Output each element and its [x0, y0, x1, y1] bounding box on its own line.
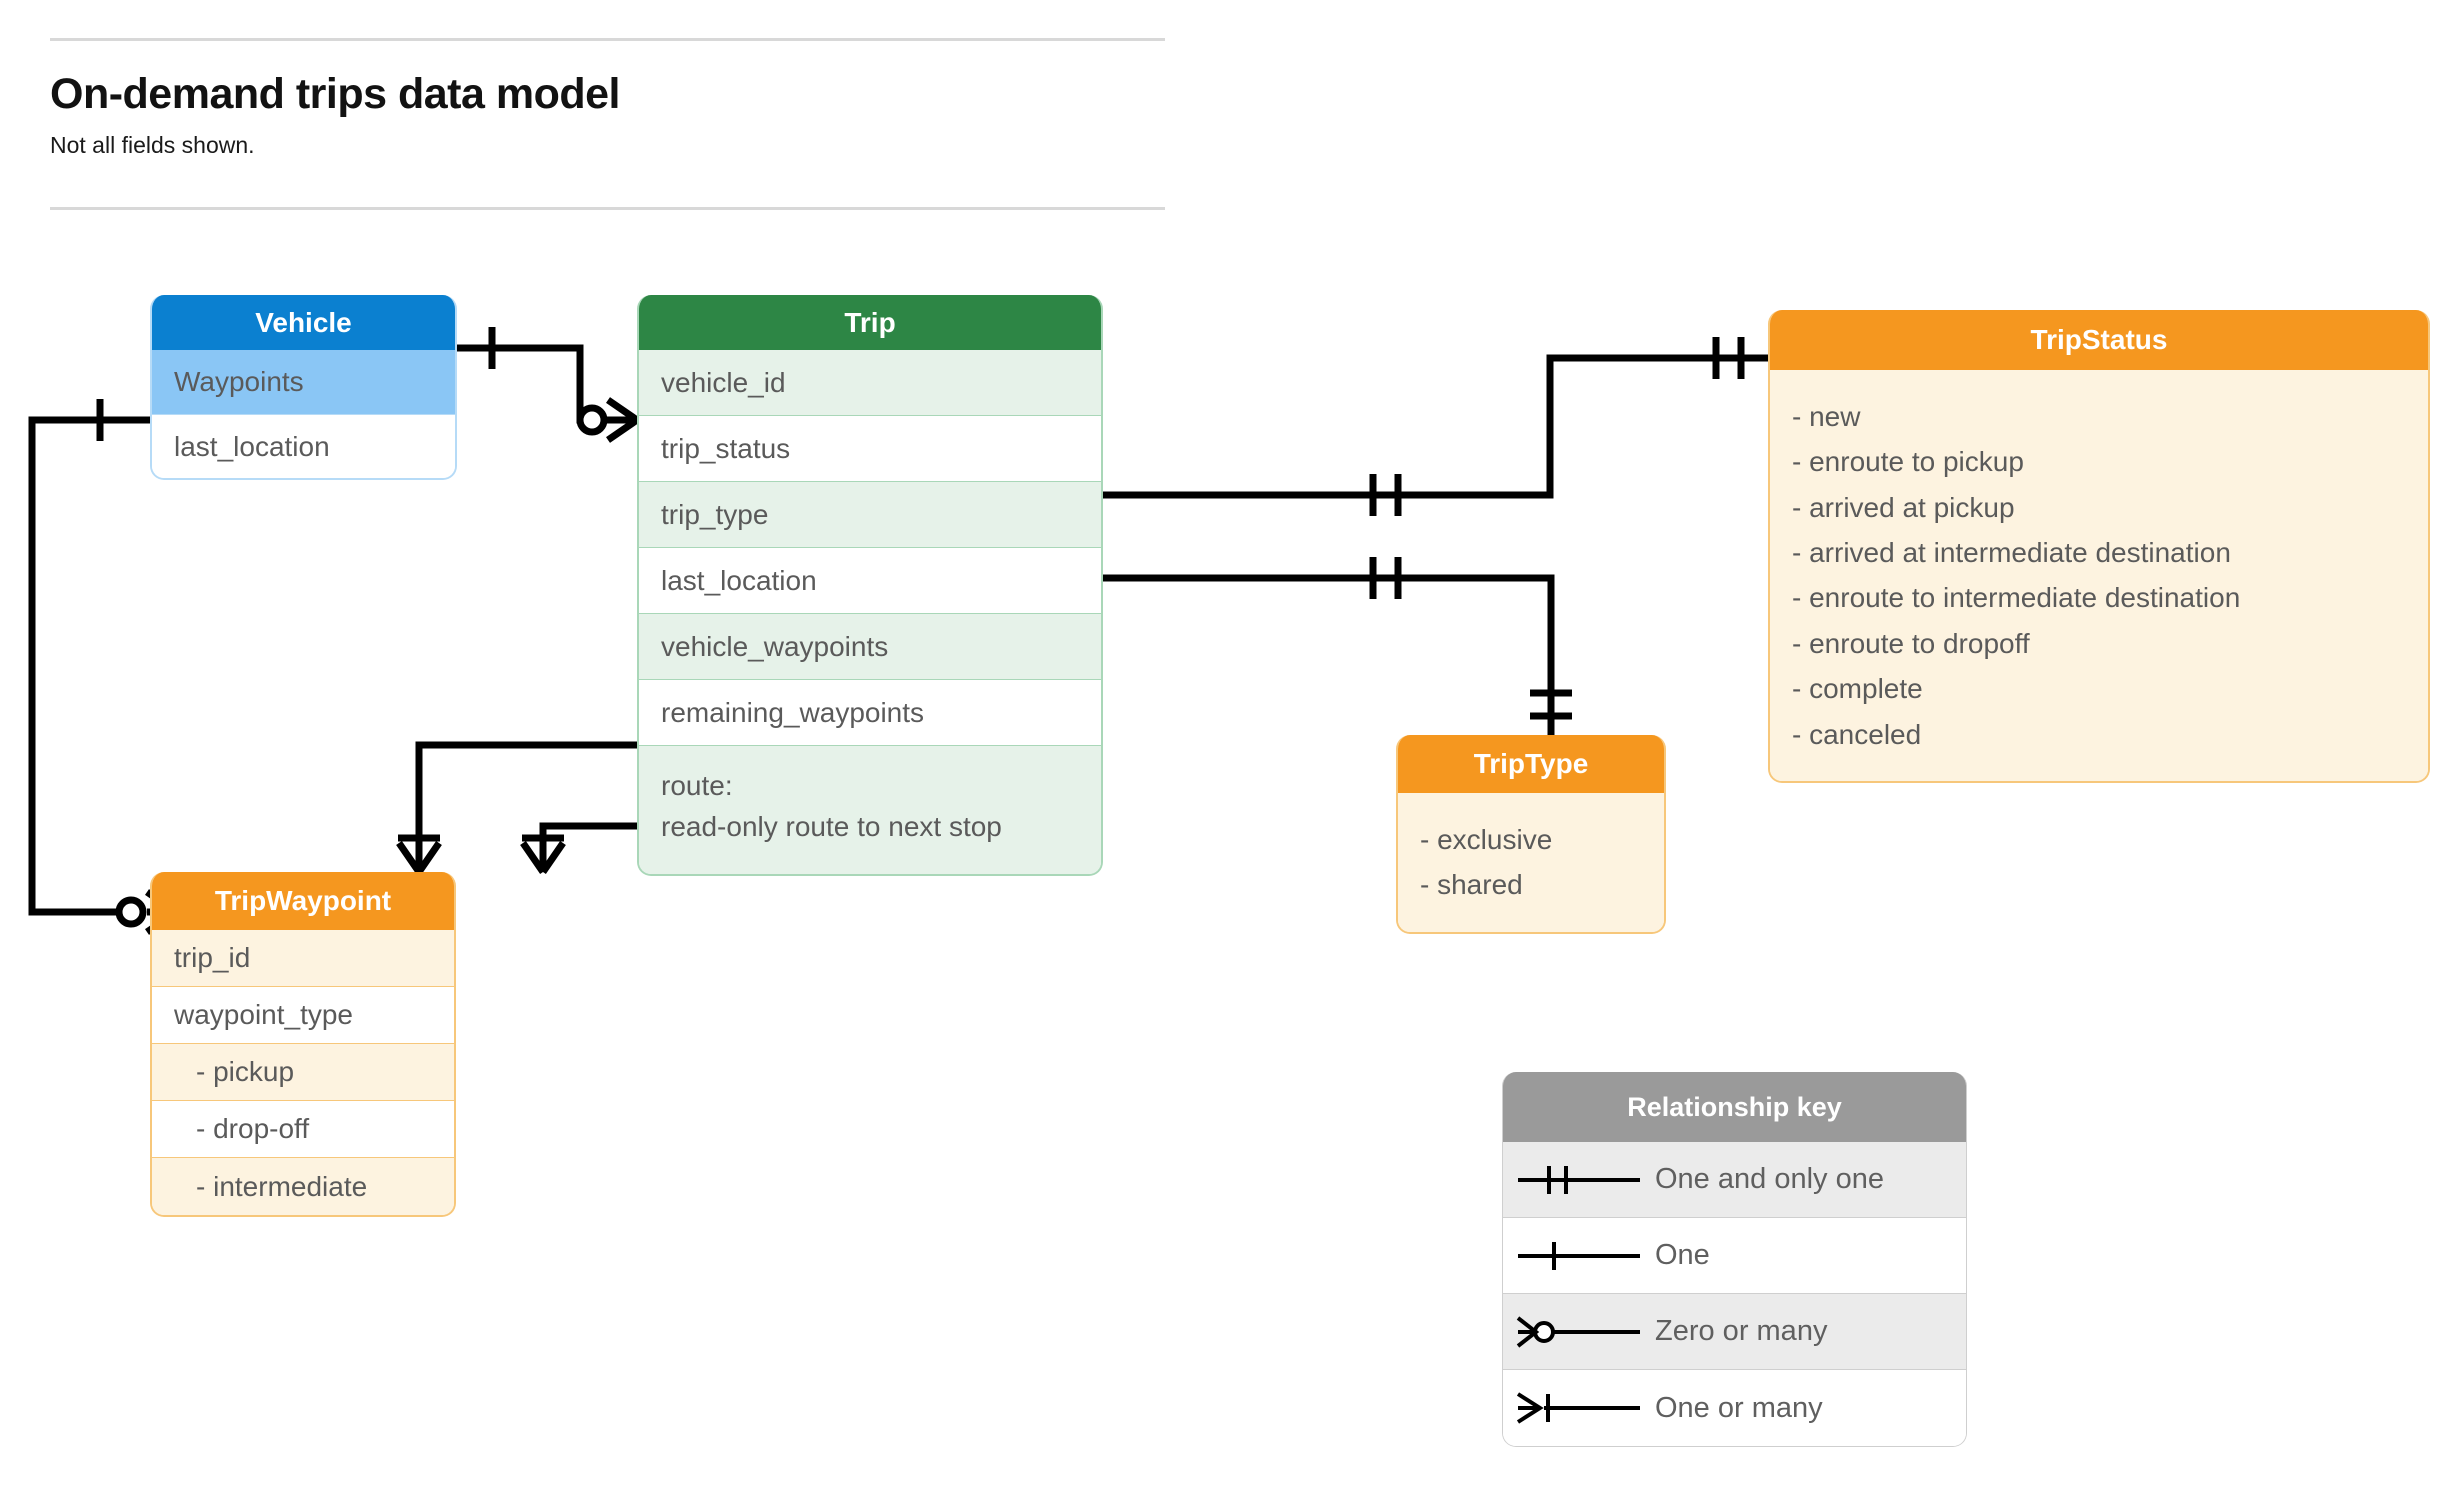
one-icon [1503, 1236, 1655, 1276]
field-trip-trip-type[interactable]: trip_type [639, 482, 1101, 548]
rel-waypoints-tripwaypoint-line [28, 416, 150, 916]
enum-value: - new [1792, 401, 1861, 432]
entity-trip-type[interactable]: TripType - exclusive - shared [1396, 735, 1666, 934]
key-label-one: One [1655, 1239, 1710, 1271]
field-tripwaypoint-intermediate[interactable]: - intermediate [152, 1158, 454, 1215]
header-divider-top [50, 38, 1165, 41]
entity-trip-waypoint[interactable]: TripWaypoint trip_id waypoint_type - pic… [150, 872, 456, 1217]
header-divider-bottom [50, 207, 1165, 210]
entity-trip-type-values: - exclusive - shared [1398, 793, 1664, 932]
key-row-one: One [1503, 1218, 1966, 1294]
enum-value: - shared [1420, 869, 1523, 901]
field-vehicle-last-location[interactable]: last_location [152, 415, 455, 478]
rel-vehicle-trip-zero-circle [576, 404, 608, 436]
key-label-one-and-only-one: One and only one [1655, 1163, 1884, 1195]
enum-value: - complete [1792, 673, 1923, 705]
enum-value: - arrived at intermediate destination [1792, 537, 2231, 569]
rel-vehiclewaypoints-crowsfoot [396, 841, 442, 874]
one-or-many-icon [1503, 1388, 1655, 1428]
entity-trip-type-title: TripType [1398, 735, 1664, 793]
rel-vehicle-trip-crowsfoot [606, 397, 639, 443]
field-tripwaypoint-trip-id[interactable]: trip_id [152, 930, 454, 987]
key-label-one-or-many: One or many [1655, 1391, 1823, 1424]
entity-trip-waypoint-title: TripWaypoint [152, 872, 454, 930]
enum-value: - enroute to pickup [1792, 446, 2024, 478]
entity-trip-body: vehicle_id trip_status trip_type last_lo… [639, 350, 1101, 874]
entity-trip-status-values: - new - enroute to pickup - arrived at p… [1770, 370, 2428, 781]
enum-value: - exclusive [1420, 824, 1553, 855]
zero-or-many-icon [1503, 1312, 1655, 1352]
field-trip-vehicle-id[interactable]: vehicle_id [639, 350, 1101, 416]
entity-trip-title: Trip [639, 295, 1101, 350]
entity-vehicle-title: Vehicle [152, 295, 455, 350]
field-trip-last-location[interactable]: last_location [639, 548, 1101, 614]
rel-remainingwaypoints-crowsfoot [520, 841, 566, 874]
field-tripwaypoint-pickup[interactable]: - pickup [152, 1044, 454, 1101]
field-tripwaypoint-waypoint-type[interactable]: waypoint_type [152, 987, 454, 1044]
entity-trip-waypoint-body: trip_id waypoint_type - pickup - drop-of… [152, 930, 454, 1215]
enum-value: - arrived at pickup [1792, 491, 2015, 523]
page-title: On-demand trips data model [50, 70, 620, 118]
field-trip-route-description: read-only route to next stop [661, 810, 1002, 842]
enum-value: - enroute to dropoff [1792, 627, 2030, 659]
field-trip-trip-status[interactable]: trip_status [639, 416, 1101, 482]
field-trip-route[interactable]: route: read-only route to next stop [639, 746, 1101, 874]
field-trip-route-label: route: [661, 770, 733, 801]
rel-waypoints-zero-circle [115, 896, 147, 928]
rel-triptype-line [1103, 574, 1555, 735]
field-trip-vehicle-waypoints[interactable]: vehicle_waypoints [639, 614, 1101, 680]
relationship-key-panel: Relationship key One and only one [1502, 1072, 1967, 1447]
rel-tripstatus-line [1103, 354, 1768, 499]
key-row-one-or-many: One or many [1503, 1370, 1966, 1446]
field-tripwaypoint-dropoff[interactable]: - drop-off [152, 1101, 454, 1158]
relationship-key-title: Relationship key [1503, 1072, 1966, 1142]
rel-remainingwaypoints-line [539, 822, 637, 872]
enum-value: - canceled [1792, 718, 1922, 750]
field-vehicle-waypoints[interactable]: Waypoints [152, 350, 455, 415]
entity-vehicle-body: Waypoints last_location [152, 350, 455, 478]
field-trip-remaining-waypoints[interactable]: remaining_waypoints [639, 680, 1101, 746]
page-subtitle: Not all fields shown. [50, 132, 255, 158]
entity-trip[interactable]: Trip vehicle_id trip_status trip_type la… [637, 295, 1103, 876]
key-row-one-and-only-one: One and only one [1503, 1142, 1966, 1218]
rel-vehicle-trip-line [457, 344, 637, 424]
entity-vehicle[interactable]: Vehicle Waypoints last_location [150, 295, 457, 480]
entity-trip-status-title: TripStatus [1770, 310, 2428, 370]
one-and-only-one-icon [1503, 1160, 1655, 1200]
key-row-zero-or-many: Zero or many [1503, 1294, 1966, 1370]
rel-vehiclewaypoints-line [415, 741, 637, 872]
key-label-zero-or-many: Zero or many [1655, 1315, 1828, 1347]
enum-value: - enroute to intermediate destination [1792, 582, 2241, 614]
entity-trip-status[interactable]: TripStatus - new - enroute to pickup - a… [1768, 310, 2430, 783]
